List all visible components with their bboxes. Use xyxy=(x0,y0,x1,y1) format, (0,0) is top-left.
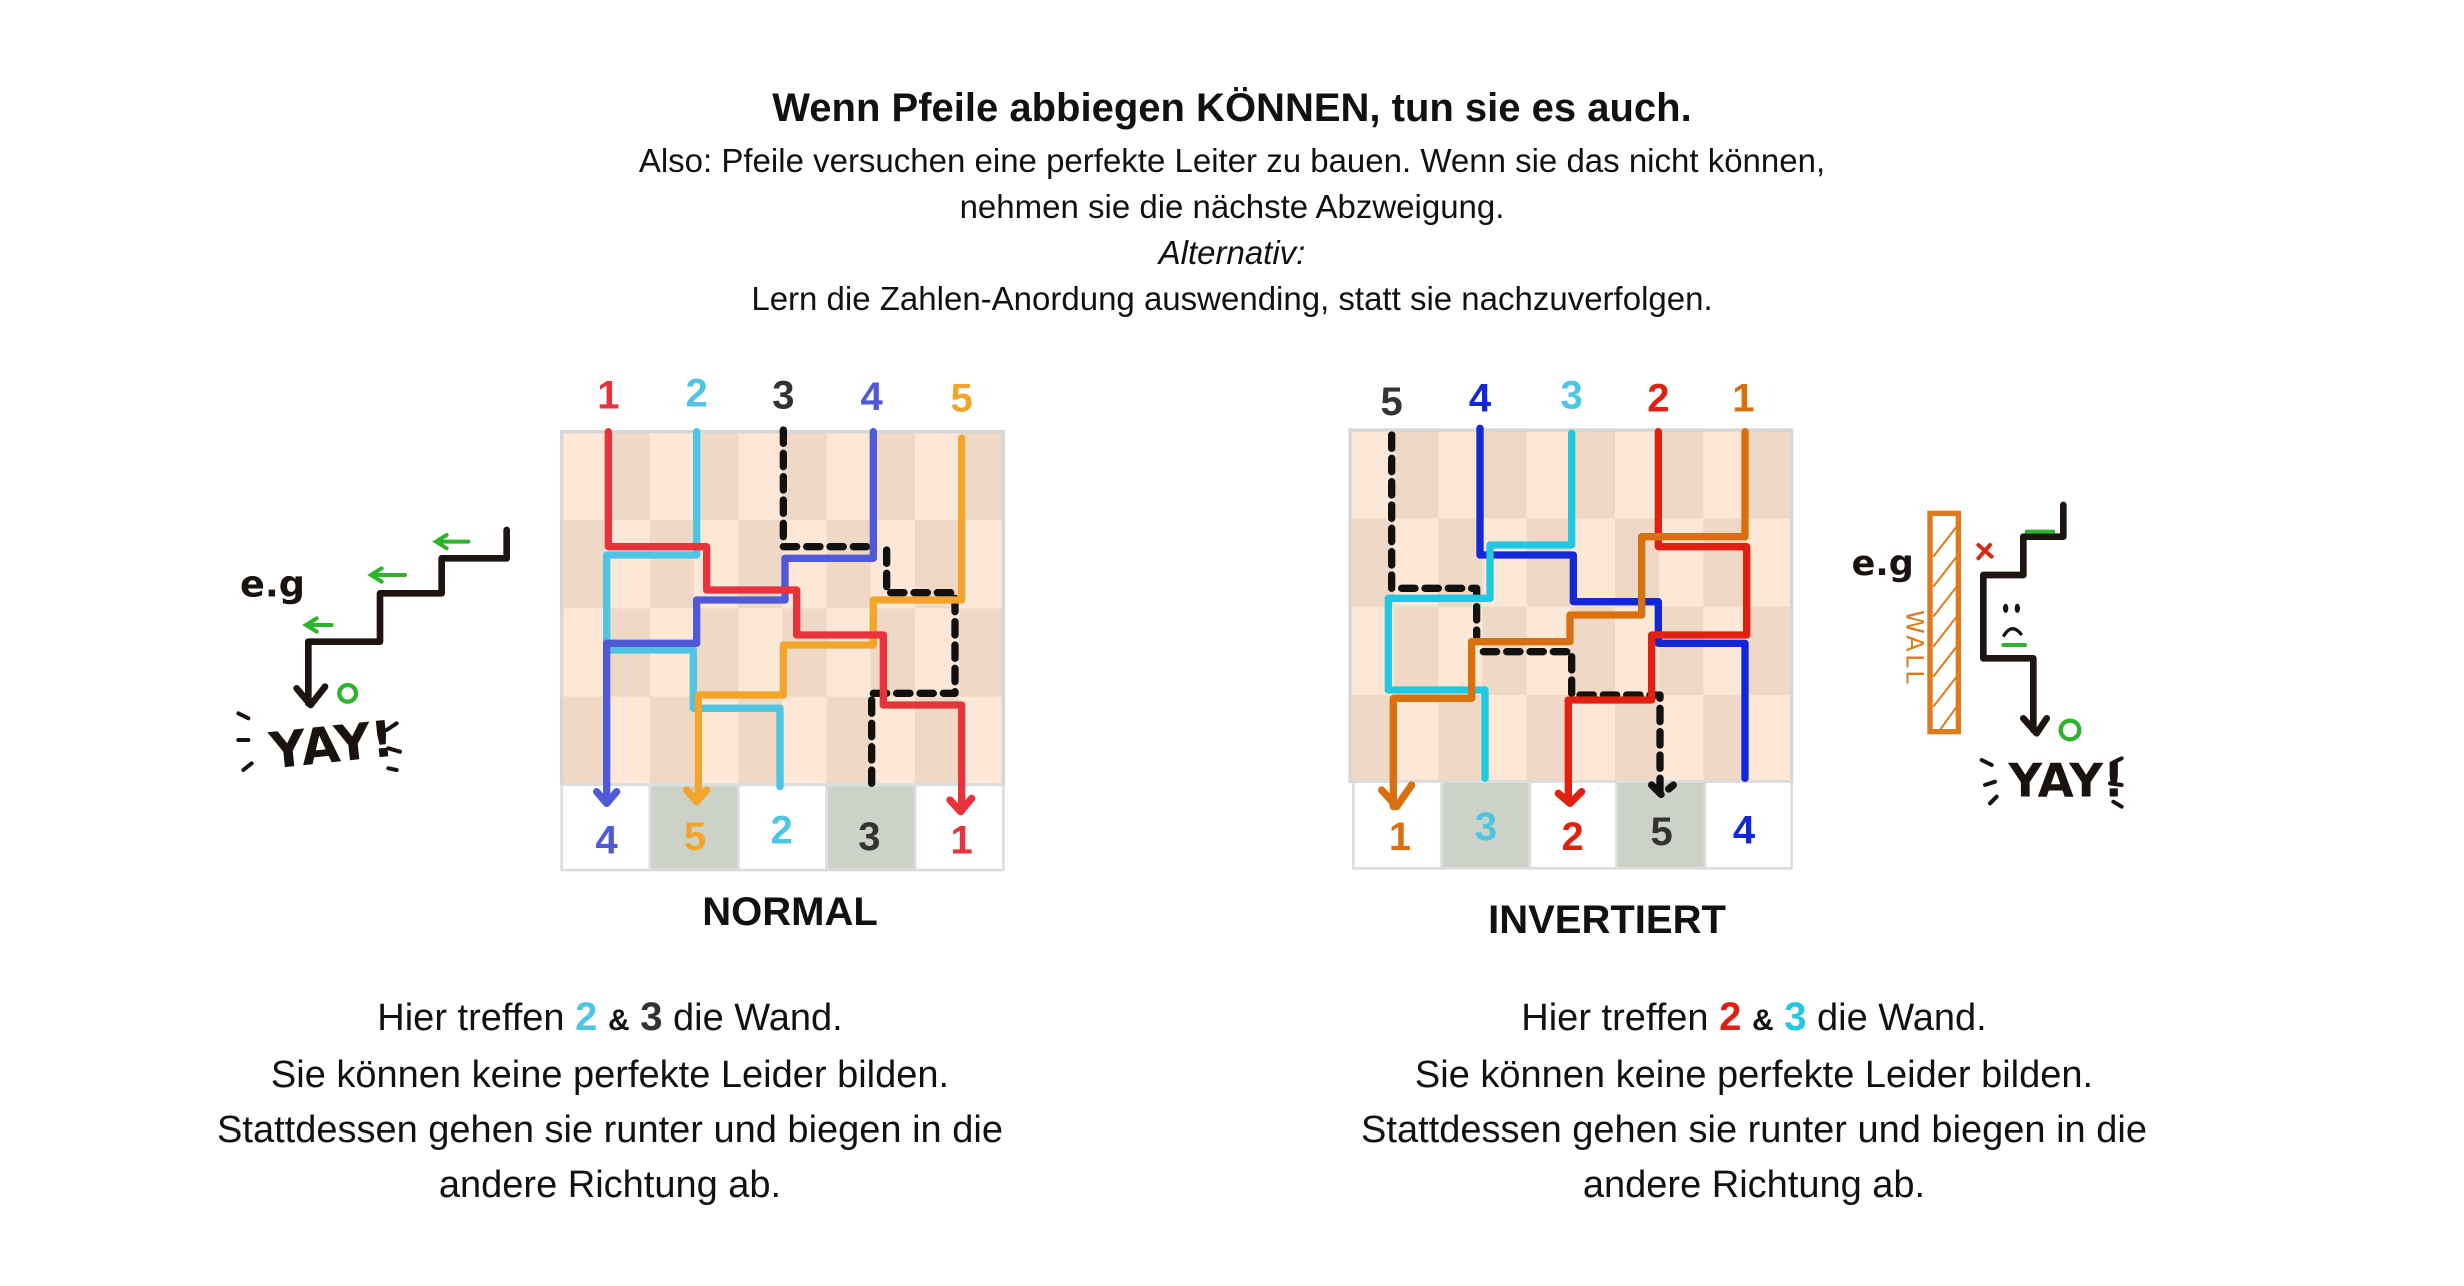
blocked-staircase-arrow-icon xyxy=(1980,501,2067,737)
ampersand: & xyxy=(607,1004,630,1037)
path-5-orange xyxy=(683,434,966,806)
text-fragment: Hier treffen xyxy=(377,997,565,1039)
bottom-label-5: 5 xyxy=(1651,810,1673,854)
top-label-5: 5 xyxy=(1381,380,1403,424)
inverted-explanation: Hier treffen 2 & 3 die Wand. Sie können … xyxy=(1254,990,2254,1213)
text-fragment: die Wand. xyxy=(1817,997,1987,1039)
sad-face-icon xyxy=(2001,603,2023,638)
top-label-4: 4 xyxy=(861,375,884,419)
normal-explanation-line-4: andere Richtung ab. xyxy=(438,1164,782,1206)
top-label-3: 3 xyxy=(1561,373,1583,417)
bottom-label-4: 4 xyxy=(1733,808,1756,852)
inverted-explanation-line-4: andere Richtung ab. xyxy=(1582,1164,1926,1206)
inverted-explanation-line-1: Hier treffen 2 & 3 die Wand. xyxy=(1254,990,2254,1048)
intro-line-3: Lern die Zahlen-Anordung auswending, sta… xyxy=(751,280,1713,317)
yay-label: YAY! xyxy=(2007,755,2124,809)
sparkle-icon xyxy=(236,711,402,772)
eg-label: e.g xyxy=(240,563,305,606)
normal-explanation-line-2: Sie können keine perfekte Leider bilden. xyxy=(270,1054,950,1096)
target-circle-icon xyxy=(2058,718,2082,742)
inverted-board: 5 4 3 2 1 1 3 2 5 4 xyxy=(1348,373,1794,870)
top-label-2: 2 xyxy=(1647,377,1669,421)
top-label-5: 5 xyxy=(951,377,973,421)
normal-explanation-line-3: Stattdessen gehen sie runter und biegen … xyxy=(217,1109,1003,1151)
cross-icon xyxy=(1976,543,1994,561)
path-4-blue xyxy=(1476,424,1749,782)
bottom-row xyxy=(1352,780,1793,870)
wall-icon xyxy=(1927,510,1961,735)
target-circle-icon xyxy=(337,682,359,704)
highlight-number-a: 2 xyxy=(575,995,598,1039)
normal-caption: NORMAL xyxy=(702,890,878,934)
path-2-red xyxy=(1554,427,1751,807)
eg-label: e.g xyxy=(1852,544,1914,584)
wall-doodle: e.g WALL YAY! xyxy=(1852,501,2124,809)
staircase-arrow-icon xyxy=(293,526,510,709)
wall-label: WALL xyxy=(1901,610,1929,686)
path-1-orange xyxy=(1378,427,1749,811)
ampersand: & xyxy=(1751,1004,1774,1037)
bottom-label-1: 1 xyxy=(1389,815,1411,859)
text-fragment: die Wand. xyxy=(673,997,843,1039)
top-label-2: 2 xyxy=(686,372,708,416)
intro-line-1: Also: Pfeile versuchen eine perfekte Lei… xyxy=(638,142,1826,179)
top-label-1: 1 xyxy=(597,373,619,417)
staircase-doodle: e.g YAY! xyxy=(236,526,510,781)
top-label-4: 4 xyxy=(1469,377,1492,421)
top-label-1: 1 xyxy=(1732,377,1754,421)
path-4-blue xyxy=(593,427,877,807)
inverted-caption: INVERTIERT xyxy=(1488,898,1726,942)
wall-hatch-icon xyxy=(1932,526,1958,731)
path-1-red xyxy=(604,427,976,816)
inverted-explanation-line-3: Stattdessen gehen sie runter und biegen … xyxy=(1361,1109,2147,1151)
header: Wenn Pfeile abbiegen KÖNNEN, tun sie es … xyxy=(0,78,2464,322)
bottom-label-5: 1 xyxy=(951,818,973,862)
bottom-label-4: 3 xyxy=(858,815,880,859)
intro-line-2: nehmen sie die nächste Abzweigung. xyxy=(959,188,1505,225)
yay-label: YAY! xyxy=(266,710,397,781)
page-title: Wenn Pfeile abbiegen KÖNNEN, tun sie es … xyxy=(772,86,1692,130)
left-arrows-icon xyxy=(302,533,471,634)
path-3-dashed xyxy=(779,426,959,794)
alternative-label: Alternativ: xyxy=(1158,234,1306,271)
normal-explanation: Hier treffen 2 & 3 die Wand. Sie können … xyxy=(110,990,1110,1213)
highlight-number-b: 3 xyxy=(1784,995,1807,1039)
highlight-number-b: 3 xyxy=(640,995,663,1039)
direction-arrows-icon xyxy=(2001,529,2056,647)
bottom-label-2: 2 xyxy=(1562,815,1584,859)
bottom-label-3: 2 xyxy=(771,808,793,852)
path-2-cyan xyxy=(603,427,784,791)
bottom-label-2: 5 xyxy=(684,815,706,859)
path-5-dashed xyxy=(1388,431,1677,799)
top-label-3: 3 xyxy=(772,373,794,417)
normal-board: 1 2 3 4 5 4 5 2 3 1 xyxy=(560,372,1005,872)
inverted-explanation-line-2: Sie können keine perfekte Leider bilden. xyxy=(1414,1054,2094,1096)
highlight-number-a: 2 xyxy=(1719,995,1742,1039)
normal-explanation-line-1: Hier treffen 2 & 3 die Wand. xyxy=(110,990,1110,1048)
text-fragment: Hier treffen xyxy=(1521,997,1709,1039)
sparkle-icon xyxy=(1979,756,2124,809)
bottom-label-3: 3 xyxy=(1475,805,1497,849)
bottom-label-1: 4 xyxy=(596,818,619,862)
